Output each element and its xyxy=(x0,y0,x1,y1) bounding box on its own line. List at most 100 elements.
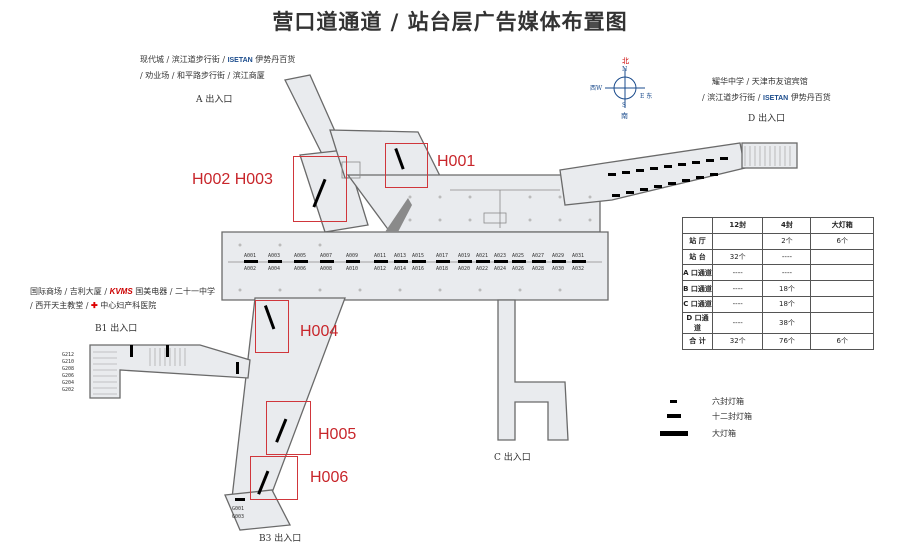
table-cell xyxy=(810,248,874,266)
platform-code: A001 xyxy=(244,253,257,259)
exit-b1-destinations-line1: 国际商场 / 吉利大厦 / KVMS 国美电器 / 二十一中学 xyxy=(30,287,216,296)
highlight-box-h001 xyxy=(385,143,428,188)
highlight-box-h005 xyxy=(266,401,311,455)
b3-code: G001 xyxy=(232,506,245,512)
legend-twelve-sheet-label: 十二封灯箱 xyxy=(712,412,752,421)
platform-code: A010 xyxy=(346,266,359,272)
platform-code: A007 xyxy=(320,253,333,259)
table-cell: B 口通道 xyxy=(682,280,713,297)
exit-a-destinations-line2: / 劝业场 / 和平路步行街 / 滨江商厦 xyxy=(140,71,265,80)
platform-code: A008 xyxy=(320,266,333,272)
platform-code: A017 xyxy=(436,253,449,259)
compass-icon xyxy=(605,68,645,108)
exit-d-destinations-line2: / 滨江道步行街 / ISETAN 伊势丹百货 xyxy=(702,93,831,102)
exit-a-destinations-line1: 现代城 / 滨江道步行街 / ISETAN 伊势丹百货 xyxy=(140,55,296,64)
table-cell: C 口通道 xyxy=(682,295,713,313)
legend-six-sheet-label: 六封灯箱 xyxy=(712,397,744,406)
b1-code: G206 xyxy=(62,373,75,379)
table-cell: 6个 xyxy=(810,232,874,250)
exit-b1-destinations-line2: / 西开天主教堂 / ✚ 中心妇产科医院 xyxy=(30,300,157,310)
table-cell: ---- xyxy=(711,280,764,297)
compass-south-letter: S xyxy=(622,102,627,109)
highlight-label-h001: H001 xyxy=(437,153,476,170)
platform-code: A004 xyxy=(268,266,281,272)
legend-six-sheet-swatch xyxy=(670,400,677,403)
ad-count-table: 12封 4封 大灯箱 站 厅 2个 6个 站 台 32个 ---- A 口通道 … xyxy=(682,217,874,350)
b1-code: G208 xyxy=(62,366,75,372)
table-row: C 口通道 ---- 18个 xyxy=(682,295,874,313)
platform-code: A025 xyxy=(512,253,525,259)
platform-code: A013 xyxy=(394,253,407,259)
b1-code: G212 xyxy=(62,352,75,358)
table-cell xyxy=(810,280,874,297)
exit-c-label: C 出入口 xyxy=(494,453,531,463)
highlight-box-h006 xyxy=(250,456,298,500)
platform-code: A031 xyxy=(572,253,585,259)
platform-code: A029 xyxy=(552,253,565,259)
table-row: B 口通道 ---- 18个 xyxy=(682,280,874,297)
table-row: D 口通道 ---- 38个 xyxy=(682,311,874,334)
platform-code: A003 xyxy=(268,253,281,259)
highlight-label-h004: H004 xyxy=(300,323,339,340)
table-row: A 口通道 ---- ---- xyxy=(682,264,874,282)
platform-code: A021 xyxy=(476,253,489,259)
table-cell: 32个 xyxy=(711,332,764,350)
table-header-row: 12封 4封 大灯箱 xyxy=(682,217,874,234)
table-row: 站 台 32个 ---- xyxy=(682,248,874,266)
exit-a-label: A 出入口 xyxy=(196,95,233,105)
platform-code: A018 xyxy=(436,266,449,272)
table-cell: 站 厅 xyxy=(682,232,713,250)
table-cell xyxy=(711,232,764,250)
platform-code: A009 xyxy=(346,253,359,259)
platform-code: A012 xyxy=(374,266,387,272)
compass-east: E 东 xyxy=(640,93,653,100)
table-cell: ---- xyxy=(711,311,764,334)
table-header: 大灯箱 xyxy=(810,217,874,234)
table-cell: 18个 xyxy=(762,295,812,313)
platform-code: A006 xyxy=(294,266,307,272)
isetan-logo: ISETAN xyxy=(763,95,789,102)
platform-code: A023 xyxy=(494,253,507,259)
table-cell: 76个 xyxy=(762,332,812,350)
exit-d-label: D 出入口 xyxy=(748,114,786,124)
highlight-label-h002-h003: H002 H003 xyxy=(192,171,273,188)
platform-code: A024 xyxy=(494,266,507,272)
platform-code: A015 xyxy=(412,253,425,259)
exit-b1-label: B1 出入口 xyxy=(95,324,138,334)
highlight-label-h006: H006 xyxy=(310,469,349,486)
table-cell xyxy=(810,295,874,313)
platform-code: A014 xyxy=(394,266,407,272)
compass-south: 南 xyxy=(621,112,628,120)
compass-north: 北 xyxy=(622,57,629,65)
platform-code: A019 xyxy=(458,253,471,259)
table-cell: 2个 xyxy=(762,232,812,250)
isetan-logo: ISETAN xyxy=(227,57,253,64)
exit-d-destinations-line1: 耀华中学 / 天津市友谊宾馆 xyxy=(712,77,808,86)
table-cell: 38个 xyxy=(762,311,812,334)
platform-code: A020 xyxy=(458,266,471,272)
platform-code: A027 xyxy=(532,253,545,259)
table-cell: 6个 xyxy=(810,332,874,350)
platform-code: A030 xyxy=(552,266,565,272)
platform-code: A022 xyxy=(476,266,489,272)
compass-west: 西W xyxy=(590,85,603,92)
platform-code: A011 xyxy=(374,253,387,259)
c-exit xyxy=(497,299,569,441)
page-title: 营口道通道 / 站台层广告媒体布置图 xyxy=(272,9,628,34)
platform-code: A002 xyxy=(244,266,257,272)
table-cell: ---- xyxy=(762,248,812,266)
b1-code: G210 xyxy=(62,359,75,365)
table-cell: D 口通道 xyxy=(682,311,713,334)
table-cell: 站 台 xyxy=(682,248,713,266)
legend-large-swatch xyxy=(660,431,688,436)
table-cell: 合 计 xyxy=(682,332,713,350)
table-row: 站 厅 2个 6个 xyxy=(682,232,874,250)
table-row: 合 计 32个 76个 6个 xyxy=(682,332,874,350)
table-cell: A 口通道 xyxy=(682,264,713,282)
compass-north-letter: N xyxy=(622,66,628,73)
b3-code: G003 xyxy=(232,514,245,520)
b1-code: G204 xyxy=(62,380,75,386)
legend-large-label: 大灯箱 xyxy=(712,429,736,438)
gome-logo: KVMS xyxy=(109,287,133,296)
